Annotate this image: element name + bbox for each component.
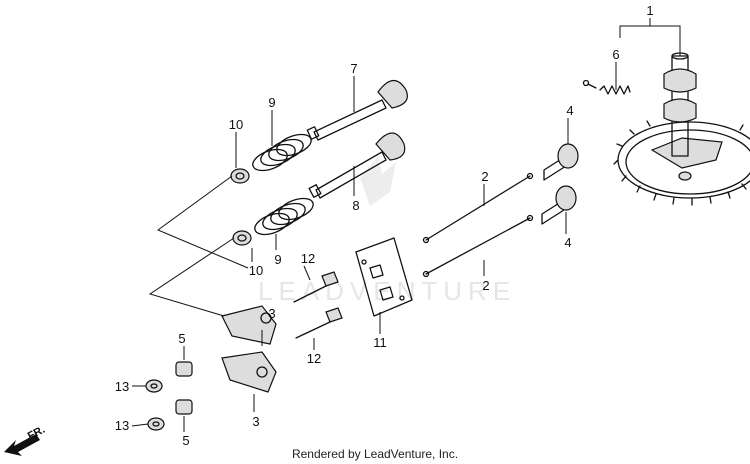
rocker-stud-lower bbox=[295, 307, 343, 339]
rocker-stud-upper bbox=[293, 271, 339, 303]
label-4-upper: 4 bbox=[566, 103, 573, 118]
decompressor-spring bbox=[582, 79, 631, 95]
push-rod-lower bbox=[422, 214, 534, 278]
label-2-upper: 2 bbox=[481, 169, 488, 184]
leader-retainer-lower bbox=[148, 237, 235, 317]
label-6: 6 bbox=[612, 47, 619, 62]
label-10-upper: 10 bbox=[229, 117, 243, 132]
label-9-lower: 9 bbox=[274, 252, 281, 267]
camshaft-assembly bbox=[613, 52, 750, 206]
render-credit: Rendered by LeadVenture, Inc. bbox=[292, 447, 458, 461]
leader-lines bbox=[131, 18, 681, 432]
label-1: 1 bbox=[646, 3, 653, 18]
watermark: LEADVENTURE bbox=[258, 156, 516, 306]
pivot-upper bbox=[175, 361, 193, 377]
label-5-upper: 5 bbox=[178, 331, 185, 346]
valve-spring-lower bbox=[254, 197, 314, 236]
label-11: 11 bbox=[373, 335, 387, 350]
spring-retainer-lower bbox=[232, 230, 252, 246]
label-4-lower: 4 bbox=[564, 235, 571, 250]
label-12-lower: 12 bbox=[307, 351, 321, 366]
gasket bbox=[355, 237, 413, 317]
label-2-lower: 2 bbox=[482, 278, 489, 293]
spring-retainer-upper bbox=[230, 168, 250, 184]
valve-upper bbox=[306, 79, 408, 141]
valve-lower bbox=[308, 132, 406, 199]
push-rod-upper bbox=[422, 172, 534, 244]
label-8: 8 bbox=[352, 198, 359, 213]
label-3-upper: 3 bbox=[268, 306, 275, 321]
label-5-lower: 5 bbox=[182, 433, 189, 448]
nut-lower bbox=[147, 417, 165, 431]
label-10-lower: 10 bbox=[249, 263, 263, 278]
front-direction-indicator: FR. bbox=[4, 424, 47, 456]
tappet-lower bbox=[541, 185, 577, 225]
leader-retainer-upper bbox=[156, 175, 249, 269]
label-9-upper: 9 bbox=[268, 95, 275, 110]
watermark-text: LEADVENTURE bbox=[258, 276, 516, 306]
front-label: FR. bbox=[26, 424, 47, 443]
label-13-upper: 13 bbox=[115, 379, 129, 394]
callout-labels: 1 6 7 9 10 8 9 10 4 4 2 2 12 12 11 3 3 5… bbox=[115, 3, 654, 448]
label-7: 7 bbox=[350, 61, 357, 76]
valve-spring-upper bbox=[252, 133, 312, 172]
front-arrow-icon bbox=[4, 434, 40, 456]
tappet-upper bbox=[543, 143, 579, 181]
label-3-lower: 3 bbox=[252, 414, 259, 429]
rocker-arm-lower bbox=[221, 351, 277, 393]
label-12-upper: 12 bbox=[301, 251, 315, 266]
nut-upper bbox=[145, 379, 163, 393]
watermark-flame-icon bbox=[360, 156, 396, 206]
pivot-lower bbox=[175, 399, 193, 415]
label-13-lower: 13 bbox=[115, 418, 129, 433]
